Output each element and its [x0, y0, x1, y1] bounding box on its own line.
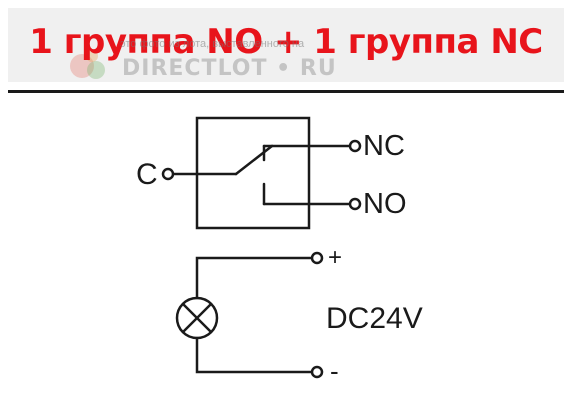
watermark-logo: [66, 44, 114, 89]
label-plus: +: [328, 244, 343, 271]
watermark-brand: DIRECTLOT • RU: [122, 56, 337, 81]
label-nc: NC: [363, 130, 405, 162]
lamp-plus-wire: [195, 256, 314, 300]
label-common: C: [136, 158, 158, 191]
terminal-plus: [310, 251, 324, 265]
header-divider: [8, 90, 564, 93]
watermark-caption: это фото из лота, выставленного на: [120, 38, 305, 50]
page-title: 1 группа NO + 1 группа NC: [29, 22, 543, 62]
label-minus: -: [330, 356, 339, 386]
squirrel-logo-icon: [70, 50, 105, 79]
lamp-icon: [175, 296, 219, 340]
terminal-minus: [310, 365, 324, 379]
header-band: [8, 8, 564, 82]
terminal-common: [161, 167, 175, 181]
label-voltage: DC24V: [326, 302, 423, 335]
switch-blade: [234, 144, 274, 176]
label-no: NO: [363, 188, 407, 220]
lamp-minus-wire: [195, 336, 314, 374]
terminal-nc: [348, 139, 362, 153]
terminal-no: [348, 197, 362, 211]
